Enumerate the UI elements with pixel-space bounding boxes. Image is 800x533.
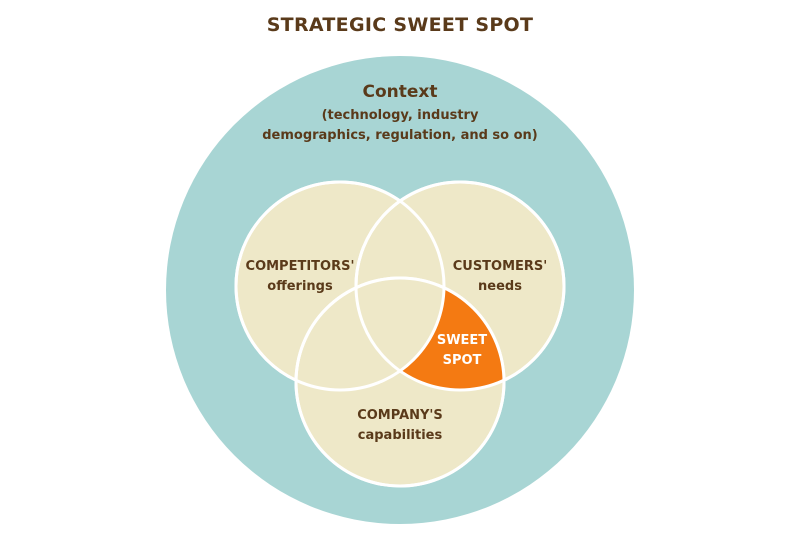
competitors-label: COMPETITORS' offerings <box>230 257 370 297</box>
context-description-line-2: demographics, regulation, and so on) <box>262 128 538 143</box>
sweet-spot-competitors-mask <box>356 278 444 390</box>
customers-label-line-2: needs <box>478 279 522 294</box>
customers-label: CUSTOMERS' needs <box>440 257 560 297</box>
customers-label-line-1: CUSTOMERS' <box>452 259 548 274</box>
competitors-label-line-1: COMPETITORS' <box>245 259 355 274</box>
company-label: COMPANY'S capabilities <box>340 406 460 446</box>
context-description-line-1: (technology, industry <box>321 108 479 123</box>
customers-outline <box>354 180 566 392</box>
competitors-label-line-2: offerings <box>267 279 333 294</box>
competitors-outline <box>234 180 446 392</box>
diagram-title: STRATEGIC SWEET SPOT <box>266 14 534 36</box>
company-label-line-2: capabilities <box>357 428 443 443</box>
company-label-line-1: COMPANY'S <box>357 408 443 423</box>
company-outline <box>294 276 506 488</box>
sweet-spot-label: SWEET SPOT <box>422 331 502 371</box>
context-description: (technology, industry demographics, regu… <box>200 106 600 146</box>
sweet-spot-label-line-1: SWEET <box>436 333 488 348</box>
sweet-spot-label-line-2: SPOT <box>442 353 482 368</box>
context-title: Context <box>362 82 438 102</box>
